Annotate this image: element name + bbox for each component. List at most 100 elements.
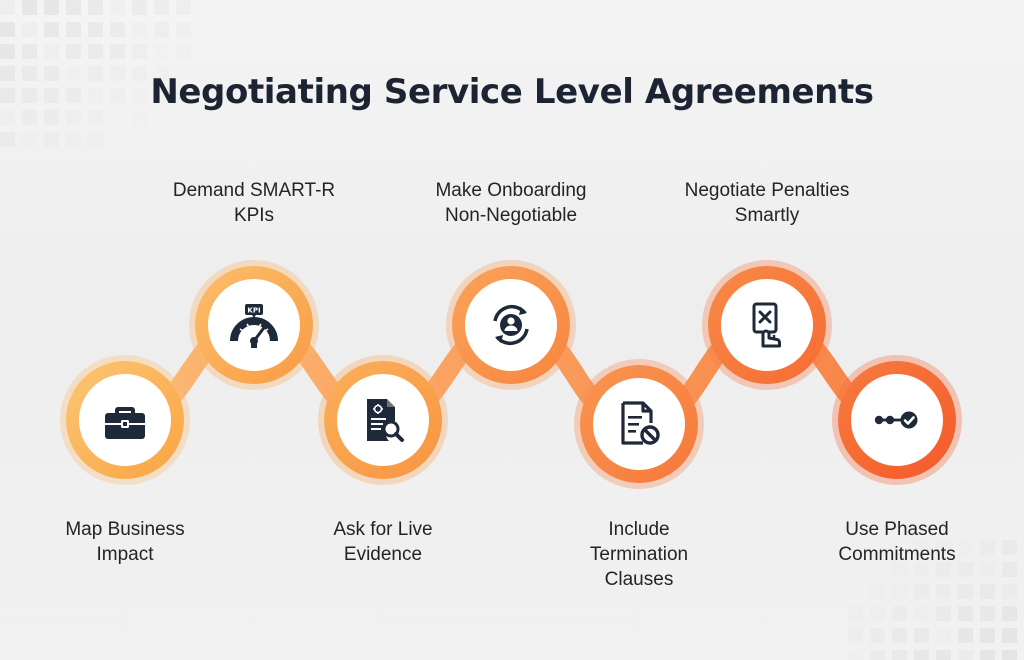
step-label: Use Phased Commitments: [797, 517, 997, 567]
decorative-square: [88, 110, 103, 125]
decorative-square: [132, 66, 147, 81]
decorative-square: [154, 0, 169, 15]
step-circle: [580, 365, 698, 483]
decorative-square: [936, 606, 951, 621]
decorative-square: [1002, 540, 1017, 555]
step-label-line: Smartly: [734, 205, 800, 226]
step-icon-disc: KPI: [208, 279, 300, 371]
step-label: Negotiate Penalties Smartly: [667, 178, 867, 228]
user-cycle-icon: [493, 304, 529, 346]
step-label-line: Negotiate Penalties: [684, 180, 850, 201]
step-label: Demand SMART-R KPIs: [154, 178, 354, 228]
decorative-square: [936, 540, 951, 555]
decorative-square: [88, 88, 103, 103]
step-label-line: Commitments: [838, 544, 956, 565]
decorative-square: [870, 606, 885, 621]
step-icon-disc: [721, 279, 813, 371]
decorative-square: [176, 22, 191, 37]
decorative-square: [958, 540, 973, 555]
decorative-square: [66, 22, 81, 37]
briefcase-icon: [105, 407, 145, 439]
decorative-square: [958, 562, 973, 577]
step-circle: [452, 266, 570, 384]
decorative-square: [914, 562, 929, 577]
penalty-card-icon: [752, 302, 781, 348]
step-label: Include Termination Clauses: [539, 517, 739, 592]
kpi-gauge-icon: KPI: [230, 304, 278, 348]
decorative-square: [980, 562, 995, 577]
decorative-square: [0, 132, 15, 147]
decorative-square: [110, 44, 125, 59]
decorative-square: [22, 22, 37, 37]
decorative-square: [132, 44, 147, 59]
decorative-square: [44, 110, 59, 125]
step-icon-disc: [337, 374, 429, 466]
decorative-square: [1002, 650, 1017, 660]
decorative-square: [958, 606, 973, 621]
decorative-square: [0, 0, 15, 15]
decorative-square: [154, 66, 169, 81]
decorative-square: [0, 110, 15, 125]
decorative-square: [848, 650, 863, 660]
decorative-square: [110, 66, 125, 81]
decorative-square: [66, 0, 81, 15]
decorative-square: [154, 22, 169, 37]
decorative-square: [88, 66, 103, 81]
decorative-square: [914, 606, 929, 621]
decorative-square: [980, 628, 995, 643]
decorative-square: [44, 66, 59, 81]
decorative-square: [110, 88, 125, 103]
step-label-line: Use Phased: [845, 519, 949, 540]
decorative-square: [0, 88, 15, 103]
document-search-icon: [367, 399, 404, 442]
decorative-square: [22, 44, 37, 59]
decorative-square: [1002, 562, 1017, 577]
decorative-square: [44, 22, 59, 37]
decorative-square: [870, 628, 885, 643]
decorative-square: [0, 22, 15, 37]
decorative-square: [132, 88, 147, 103]
decorative-square: [88, 44, 103, 59]
step-circle: [66, 361, 184, 479]
decorative-square: [0, 44, 15, 59]
decorative-square: [22, 110, 37, 125]
step-label: Ask for Live Evidence: [283, 517, 483, 567]
decorative-square: [176, 0, 191, 15]
decorative-square: [936, 628, 951, 643]
decorative-square: [914, 540, 929, 555]
step-circle: KPI: [195, 266, 313, 384]
decorative-square: [66, 88, 81, 103]
decorative-square: [0, 66, 15, 81]
step-label: Map Business Impact: [25, 517, 225, 567]
step-circle: [324, 361, 442, 479]
decorative-square: [892, 628, 907, 643]
kpi-icon-text: KPI: [247, 307, 260, 315]
step-icon-disc: [593, 378, 685, 470]
phased-progress-icon: [874, 411, 918, 429]
step-circle: [708, 266, 826, 384]
decorative-square: [892, 562, 907, 577]
step-label-line: Include: [608, 519, 670, 540]
decorative-square: [980, 606, 995, 621]
decorative-square: [44, 132, 59, 147]
decorative-square: [22, 66, 37, 81]
decorative-square: [88, 22, 103, 37]
page-title: Negotiating Service Level Agreements: [150, 72, 874, 112]
step-label-line: Demand SMART-R: [172, 180, 336, 201]
decorative-square: [1002, 628, 1017, 643]
step-icon-disc: [79, 374, 171, 466]
decorative-square: [154, 44, 169, 59]
decorative-square: [914, 628, 929, 643]
decorative-square: [936, 650, 951, 660]
decorative-square: [88, 132, 103, 147]
decorative-square: [66, 110, 81, 125]
decorative-square: [22, 0, 37, 15]
decorative-square: [22, 88, 37, 103]
document-block-icon: [621, 401, 660, 445]
step-label-line: Ask for Live: [333, 519, 433, 540]
step-label-line: Clauses: [604, 569, 674, 590]
step-label-line: Impact: [96, 544, 154, 565]
decorative-square: [936, 562, 951, 577]
decorative-square: [154, 88, 169, 103]
